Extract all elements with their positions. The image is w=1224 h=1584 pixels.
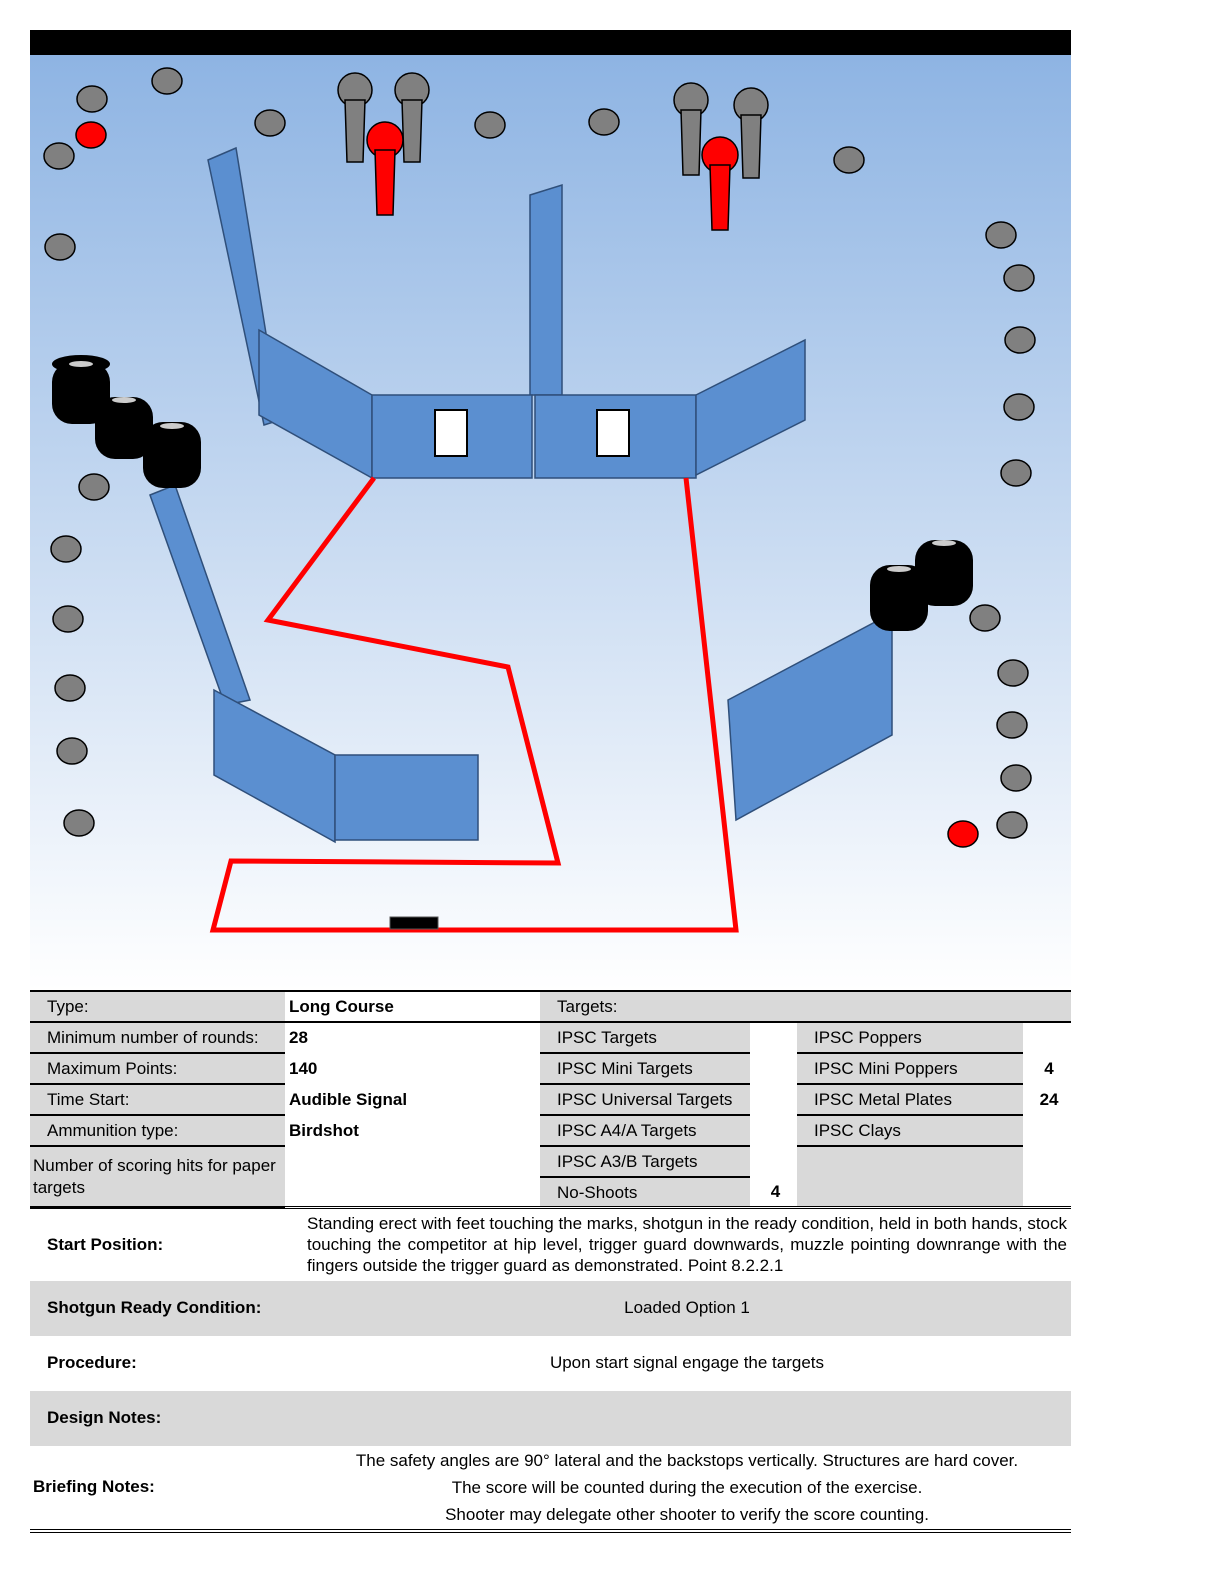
- type-label: Type:: [30, 991, 285, 1023]
- target-count: [750, 1053, 797, 1084]
- target-count: [1023, 1115, 1071, 1146]
- target-type: No-Shoots: [540, 1177, 750, 1207]
- points-value: 140: [289, 1058, 318, 1078]
- title-bar: [30, 30, 1071, 55]
- ammo-value: Birdshot: [289, 1120, 359, 1140]
- briefing-notes-text: The safety angles are 90° lateral and th…: [303, 1446, 1071, 1531]
- target-type: IPSC A3/B Targets: [540, 1146, 750, 1178]
- no-shoot-windows: [434, 409, 630, 457]
- shooting-area-fault-line: [209, 476, 739, 933]
- tire-stacks: [52, 355, 973, 631]
- target-count: [750, 1146, 797, 1177]
- briefing-notes-label: Briefing Notes:: [33, 1477, 155, 1496]
- no-shoot-target: [434, 409, 468, 457]
- stage-notes-table: Start Position: Standing erect with feet…: [30, 1206, 1071, 1533]
- briefing-line: The safety angles are 90° lateral and th…: [355, 1450, 1019, 1470]
- metal-plates: [43, 67, 1036, 839]
- rounds-label: Minimum number of rounds:: [30, 1022, 285, 1054]
- design-notes-text: [303, 1391, 1071, 1446]
- target-count: [750, 1022, 797, 1053]
- target-count: 4: [1044, 1058, 1054, 1078]
- start-position-label: Start Position:: [47, 1234, 164, 1254]
- design-notes-label: Design Notes:: [47, 1408, 162, 1427]
- targets-header: Targets:: [540, 991, 1072, 1023]
- target-count: 24: [1039, 1089, 1059, 1109]
- target-count: [750, 1115, 797, 1146]
- wall-bottom-mid: [334, 754, 479, 841]
- wall-top-right: [695, 338, 806, 477]
- target-count: 4: [770, 1182, 781, 1201]
- target-count: [750, 1084, 797, 1115]
- wall-center: [529, 183, 563, 396]
- target-type: IPSC A4/A Targets: [540, 1115, 750, 1147]
- target-type: IPSC Universal Targets: [540, 1084, 750, 1116]
- target-type: IPSC Mini Poppers: [797, 1053, 1023, 1085]
- target-type: IPSC Poppers: [797, 1022, 1023, 1054]
- time-label: Time Start:: [30, 1084, 285, 1116]
- procedure-text: Upon start signal engage the targets: [549, 1353, 825, 1372]
- target-type: IPSC Metal Plates: [797, 1084, 1023, 1116]
- wall-bottom-left: [213, 688, 336, 844]
- briefing-line: The score will be counted during the exe…: [451, 1477, 923, 1497]
- procedure-label: Procedure:: [47, 1353, 137, 1372]
- target-count: [1023, 1022, 1071, 1053]
- target-type: IPSC Clays: [797, 1115, 1023, 1147]
- stage-diagram: [30, 55, 1071, 990]
- type-value: Long Course: [285, 991, 540, 1023]
- target-type: IPSC Targets: [540, 1022, 750, 1054]
- wall-left-lower: [149, 484, 251, 706]
- ready-condition-label: Shotgun Ready Condition:: [47, 1298, 262, 1317]
- scoring-hits-label: Number of scoring hits for paper targets: [30, 1146, 285, 1208]
- no-shoot-plates: [75, 121, 979, 848]
- poppers: [337, 72, 769, 231]
- points-label: Maximum Points:: [30, 1053, 285, 1085]
- ready-condition-text: Loaded Option 1: [624, 1298, 750, 1317]
- target-type: IPSC Mini Targets: [540, 1053, 750, 1085]
- time-value: Audible Signal: [289, 1089, 408, 1109]
- start-position-marker: [389, 916, 439, 930]
- briefing-line: Shooter may delegate other shooter to ve…: [445, 1504, 929, 1524]
- rounds-value: 28: [289, 1028, 308, 1047]
- stage-info-table: Type: Long Course Targets: Minimum numbe…: [30, 990, 1072, 1208]
- ammo-label: Ammunition type:: [30, 1115, 285, 1147]
- start-position-text: Standing erect with feet touching the ma…: [307, 1214, 1067, 1276]
- wall-right: [727, 611, 893, 822]
- no-shoot-target: [596, 409, 630, 457]
